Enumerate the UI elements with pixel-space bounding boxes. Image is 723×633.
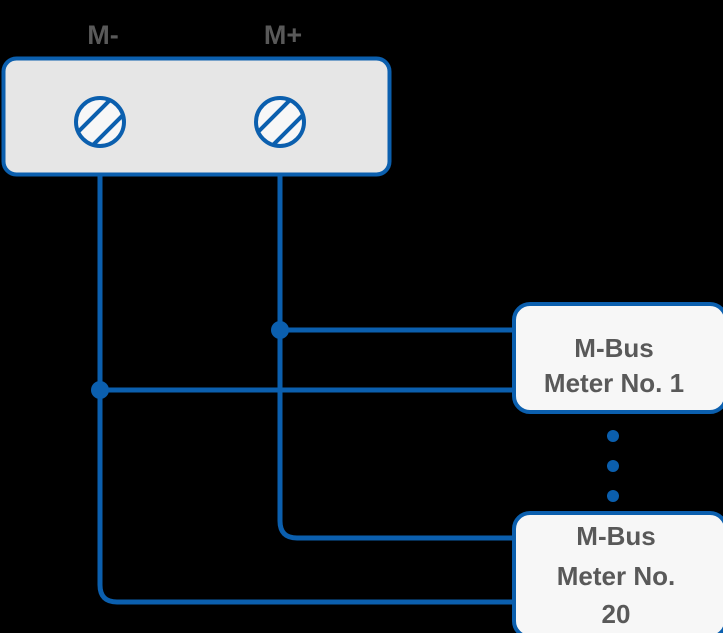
terminal-label-m-minus: M-	[87, 20, 118, 50]
terminal-m-plus[interactable]	[250, 92, 312, 154]
terminal-m-minus-circle	[76, 98, 124, 146]
wire-m-plus-trunk	[277, 122, 512, 541]
terminal-m-minus[interactable]	[70, 92, 132, 154]
meter-box-20[interactable]: M-Bus Meter No. 20	[512, 511, 723, 633]
terminal-m-minus-ring	[74, 96, 126, 148]
meter-continuation-ellipsis	[607, 430, 619, 502]
terminal-m-plus-ring	[254, 96, 306, 148]
meter-box-1-body	[512, 302, 723, 414]
meter-box-1-line-1: M-Bus	[574, 333, 653, 363]
meter-box-1[interactable]: M-Bus Meter No. 1	[512, 302, 723, 414]
junction-dot-m-minus	[91, 381, 109, 399]
terminal-block-body	[1, 56, 392, 177]
ellipsis-dot-1	[607, 430, 619, 442]
junction-dot-m-plus	[271, 321, 289, 339]
meter-box-20-line-2: Meter No.	[557, 561, 675, 591]
wire-m-minus-trunk	[97, 122, 512, 605]
meter-box-1-line-2: Meter No. 1	[544, 368, 684, 398]
terminal-m-plus-circle	[256, 98, 304, 146]
master-terminal-block	[1, 56, 392, 177]
meter-box-20-line-3: 20	[602, 599, 631, 629]
meter-box-20-line-1: M-Bus	[576, 521, 655, 551]
terminal-label-m-plus: M+	[264, 20, 302, 50]
ellipsis-dot-2	[607, 460, 619, 472]
wire-group	[97, 122, 512, 605]
meter-box-20-body	[512, 511, 723, 633]
ellipsis-dot-3	[607, 490, 619, 502]
